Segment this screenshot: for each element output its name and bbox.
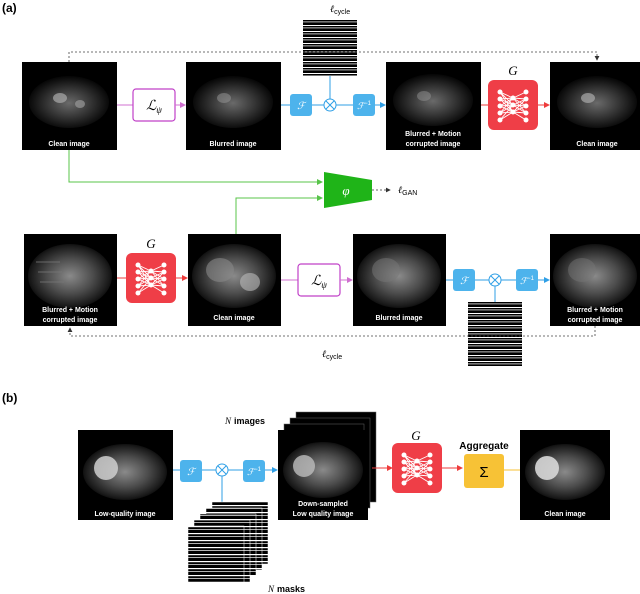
fourier-symbol-bottom: ℱ — [460, 276, 470, 287]
multiply-icon-top — [325, 100, 335, 110]
green-path-clean-top — [68, 150, 323, 185]
b-aggregate-label: Aggregate — [459, 441, 509, 452]
top-img-4-label: Clean image — [576, 141, 617, 148]
b-aggregate-box — [464, 454, 504, 488]
generator-label-bottom: G — [146, 236, 156, 251]
loss-symbol-bottom: ℒψ — [311, 274, 327, 290]
bottom-img-1-label-2: corrupted image — [43, 317, 98, 324]
cycle-loss-bottom-label: ℓcycle — [322, 349, 342, 361]
panel-a-label: (a) — [2, 1, 17, 15]
top-img-4: Clean image — [550, 62, 640, 150]
top-img-3-label-1: Blurred + Motion — [405, 131, 461, 138]
bottom-img-3-label: Blurred image — [375, 315, 422, 322]
b-input-image: Low-quality image — [78, 430, 173, 520]
top-img-3: Blurred + Motion corrupted image — [386, 62, 481, 150]
cycle-dashed-bottom — [67, 326, 596, 337]
b-output-image: Clean image — [520, 430, 610, 520]
panel-b-label: (b) — [2, 391, 17, 405]
generator-label-top: G — [508, 63, 518, 78]
b-input-label: Low-quality image — [94, 511, 155, 518]
bottom-img-4-label-1: Blurred + Motion — [567, 307, 623, 314]
bottom-img-1: Blurred + Motion corrupted image — [24, 234, 117, 326]
multiply-icon-bottom — [490, 275, 500, 285]
fourier-box-bottom — [453, 269, 475, 291]
fourier-box-top — [290, 94, 312, 116]
bottom-img-2: Clean image — [188, 234, 281, 326]
b-generator-label: G — [411, 428, 421, 443]
sampling-mask-top — [303, 20, 357, 76]
b-fourier-box — [180, 460, 202, 482]
b-inv-fourier-symbol: ℱ−1 — [247, 467, 262, 477]
bottom-img-1-label-1: Blurred + Motion — [42, 307, 98, 314]
top-img-3-label-2: corrupted image — [406, 141, 461, 148]
bottom-img-4: Blurred + Motion corrupted image — [550, 234, 640, 326]
inv-fourier-box-bottom — [516, 269, 538, 291]
b-image-stack: Down-sampled Low quality image — [278, 411, 377, 520]
b-mask-stack — [187, 501, 269, 583]
top-img-2-label: Blurred image — [209, 141, 256, 148]
cycle-loss-top-label: ℓcycle — [330, 4, 350, 16]
loss-symbol-top: ℒψ — [146, 99, 162, 115]
cycle-dashed-top — [68, 51, 600, 62]
green-path-clean-bottom — [235, 195, 323, 234]
bottom-img-3: Blurred image — [353, 234, 446, 326]
bottom-img-2-label: Clean image — [213, 315, 254, 322]
b-output-label: Clean image — [544, 511, 585, 518]
discriminator-symbol: φ — [342, 183, 349, 198]
sampling-mask-bottom — [468, 302, 522, 366]
inv-fourier-symbol-bottom: ℱ−1 — [520, 276, 535, 286]
b-inv-fourier-box — [243, 460, 265, 482]
inv-fourier-symbol-top: ℱ−1 — [357, 101, 372, 111]
b-multiply-icon — [217, 465, 227, 475]
bottom-img-4-label-2: corrupted image — [568, 317, 623, 324]
fourier-symbol-top: ℱ — [297, 101, 307, 112]
top-img-1: Clean image — [22, 62, 117, 150]
inv-fourier-box-top — [353, 94, 375, 116]
gan-loss-label: ℓGAN — [398, 185, 417, 197]
top-img-2: Blurred image — [186, 62, 281, 150]
b-stack-label-1: Down-sampled — [298, 501, 348, 508]
b-fourier-symbol: ℱ — [187, 467, 197, 478]
top-img-1-label: Clean image — [48, 141, 89, 148]
b-sigma-symbol: Σ — [479, 464, 488, 481]
b-stack-label-2: Low quality image — [293, 511, 354, 518]
discriminator-shape — [324, 172, 372, 208]
